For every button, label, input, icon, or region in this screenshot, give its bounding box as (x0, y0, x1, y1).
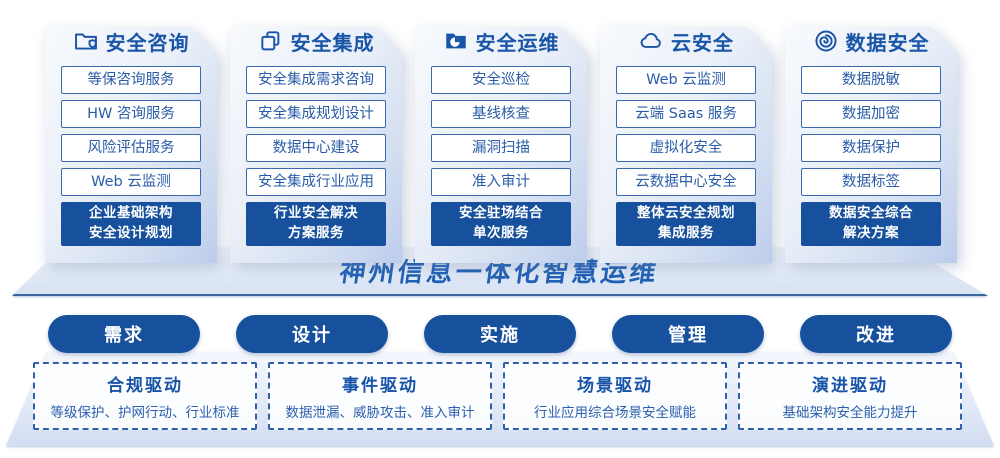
card-items: 安全集成需求咨询 安全集成规划设计 数据中心建设 安全集成行业应用 (246, 66, 386, 196)
driver-title: 合规驱动 (107, 376, 183, 396)
card-body: 数据安全 数据脱敏 数据加密 数据保护 数据标签 数据安全综合 解决方案 (785, 27, 957, 263)
service-item: 等保咨询服务 (61, 66, 201, 94)
driver-desc: 等级保护、护网行动、行业标准 (50, 405, 240, 421)
highlight-line: 安全设计规划 (89, 225, 173, 241)
driver-desc: 行业应用综合场景安全赋能 (534, 405, 696, 421)
driver-box-incident: 事件驱动 数据泄漏、威胁攻击、准入审计 (268, 362, 492, 430)
highlight-line: 集成服务 (658, 225, 714, 241)
card-title: 安全运维 (475, 30, 560, 55)
highlight-line: 方案服务 (288, 225, 344, 241)
highlight-line: 企业基础架构 (89, 205, 173, 222)
card-title: 安全集成 (290, 30, 375, 55)
card-header: 安全集成 (246, 27, 386, 55)
service-item: 风险评估服务 (61, 134, 201, 162)
card-items: 数据脱敏 数据加密 数据保护 数据标签 (801, 66, 941, 196)
service-item: 云端 Saas 服务 (616, 100, 756, 128)
service-item: 准入审计 (431, 168, 571, 196)
highlight-service: 安全驻场结合 单次服务 (431, 202, 571, 246)
service-item: 数据加密 (801, 100, 941, 128)
service-item: 云数据中心安全 (616, 168, 756, 196)
card-title: 数据安全 (845, 30, 930, 55)
card-header: 数据安全 (801, 27, 941, 55)
card-items: 安全巡检 基线核查 漏洞扫描 准入审计 (431, 66, 571, 196)
fingerprint-icon (813, 28, 839, 54)
card-header: 云安全 (616, 27, 756, 55)
process-pill-design: 设计 (236, 315, 388, 353)
highlight-line: 数据安全综合 (829, 205, 913, 222)
card-title: 云安全 (671, 30, 734, 55)
service-item: 基线核查 (431, 100, 571, 128)
folder-shield-icon (73, 28, 99, 54)
card-items: Web 云监测 云端 Saas 服务 虚拟化安全 云数据中心安全 (616, 66, 756, 196)
driver-box-evolution: 演进驱动 基础架构安全能力提升 (738, 362, 962, 430)
service-item: 虚拟化安全 (616, 134, 756, 162)
driver-box-compliance: 合规驱动 等级保护、护网行动、行业标准 (33, 362, 257, 430)
service-item: 数据标签 (801, 168, 941, 196)
card-body: 云安全 Web 云监测 云端 Saas 服务 虚拟化安全 云数据中心安全 整体云… (600, 27, 772, 263)
driver-title: 事件驱动 (342, 376, 418, 396)
service-card-operations: 安全运维 安全巡检 基线核查 漏洞扫描 准入审计 安全驻场结合 单次服务 (415, 12, 587, 248)
card-header: 安全咨询 (61, 27, 201, 55)
process-pill-implement: 实施 (424, 315, 576, 353)
service-item: 漏洞扫描 (431, 134, 571, 162)
driver-title: 场景驱动 (577, 376, 653, 396)
service-item: 安全集成规划设计 (246, 100, 386, 128)
service-item: HW 咨询服务 (61, 100, 201, 128)
card-items: 等保咨询服务 HW 咨询服务 风险评估服务 Web 云监测 (61, 66, 201, 196)
cloud-icon (638, 28, 664, 54)
folder-clock-icon (443, 28, 469, 54)
service-item: 安全集成行业应用 (246, 168, 386, 196)
highlight-line: 行业安全解决 (274, 205, 358, 222)
highlight-line: 单次服务 (473, 225, 529, 241)
service-item: 安全巡检 (431, 66, 571, 94)
highlight-line: 整体云安全规划 (637, 205, 735, 222)
card-body: 安全集成 安全集成需求咨询 安全集成规划设计 数据中心建设 安全集成行业应用 行… (230, 27, 402, 263)
documents-icon (258, 28, 284, 54)
highlight-line: 解决方案 (843, 225, 899, 241)
driver-desc: 数据泄漏、威胁攻击、准入审计 (285, 405, 475, 421)
process-pill-improve: 改进 (800, 315, 952, 353)
service-item: Web 云监测 (616, 66, 756, 94)
card-body: 安全咨询 等保咨询服务 HW 咨询服务 风险评估服务 Web 云监测 企业基础架… (45, 27, 217, 263)
driver-box-scenario: 场景驱动 行业应用综合场景安全赋能 (503, 362, 727, 430)
service-item: Web 云监测 (61, 168, 201, 196)
card-title: 安全咨询 (105, 30, 190, 55)
process-pill-demand: 需求 (48, 315, 200, 353)
service-item: 数据脱敏 (801, 66, 941, 94)
service-card-consulting: 安全咨询 等保咨询服务 HW 咨询服务 风险评估服务 Web 云监测 企业基础架… (45, 12, 217, 248)
service-card-cloud: 云安全 Web 云监测 云端 Saas 服务 虚拟化安全 云数据中心安全 整体云… (600, 12, 772, 248)
card-body: 安全运维 安全巡检 基线核查 漏洞扫描 准入审计 安全驻场结合 单次服务 (415, 27, 587, 263)
driver-title: 演进驱动 (812, 376, 888, 396)
service-item: 数据中心建设 (246, 134, 386, 162)
service-item: 安全集成需求咨询 (246, 66, 386, 94)
process-pill-manage: 管理 (612, 315, 764, 353)
highlight-service: 整体云安全规划 集成服务 (616, 202, 756, 246)
driver-desc: 基础架构安全能力提升 (782, 405, 918, 421)
service-card-data: 数据安全 数据脱敏 数据加密 数据保护 数据标签 数据安全综合 解决方案 (785, 12, 957, 248)
highlight-service: 行业安全解决 方案服务 (246, 202, 386, 246)
service-item: 数据保护 (801, 134, 941, 162)
service-card-integration: 安全集成 安全集成需求咨询 安全集成规划设计 数据中心建设 安全集成行业应用 行… (230, 12, 402, 248)
highlight-line: 安全驻场结合 (459, 205, 543, 222)
card-header: 安全运维 (431, 27, 571, 55)
highlight-service: 数据安全综合 解决方案 (801, 202, 941, 246)
highlight-service: 企业基础架构 安全设计规划 (61, 202, 201, 246)
